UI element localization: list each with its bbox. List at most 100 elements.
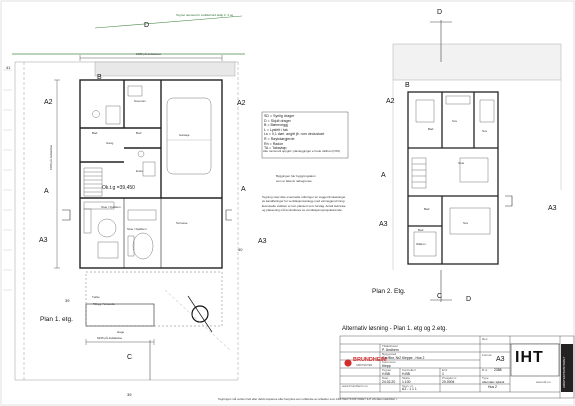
ed-value: 1 xyxy=(442,371,444,376)
legend-item: R = Røykdørgjerde xyxy=(264,136,295,141)
tegn-value: A1 - 1 1 1 xyxy=(402,387,417,391)
iht-logo-frame xyxy=(510,343,560,377)
tegn-label: Tegn. nr. xyxy=(402,384,414,388)
paragraph-line: Tegning viser ikke eventuelle utforinger… xyxy=(262,195,346,199)
prosjekt-value: 20-0004 xyxy=(442,379,455,384)
plan1-dimension-lines xyxy=(54,55,223,345)
skala-value: 1:100 xyxy=(402,379,411,384)
dato-value: 24.02.20 xyxy=(382,379,396,384)
plan1-furniture xyxy=(83,85,157,260)
legend-note2: Byggingen har byggningsløsn xyxy=(276,174,316,178)
plan2-grid-c: C xyxy=(437,293,443,300)
plan2-grid-a2: A2 xyxy=(386,98,395,105)
room-label: Stue / Kjøkken xyxy=(127,227,147,231)
kontrollert-value: H.BB xyxy=(402,371,410,376)
type-value: Alternativ 1plan2 xyxy=(482,379,505,384)
legend-item: Ls = 0,1 dørl. angitt jfr. rom vinduskar… xyxy=(264,132,325,137)
north-arrow-icon xyxy=(187,295,213,333)
paragraph-line: og plassering må kontrolleres av ventila… xyxy=(262,208,343,213)
room-label: Soverom xyxy=(134,99,147,103)
tegnet-value: H.BB xyxy=(382,371,390,376)
room-label: Garasje xyxy=(179,133,190,137)
title-block-heading: Alternativ løsning - Plan 1. etg og 2.et… xyxy=(342,326,448,332)
grid-c: C xyxy=(127,354,133,361)
plan1-bottom-dim: 6205 på deltakelse xyxy=(97,336,123,340)
grid-41: 41 xyxy=(6,65,11,70)
hus-value: Hus 2 xyxy=(488,385,497,389)
format-label: Format xyxy=(482,353,492,357)
tiltakshaver-value: P. Undhem xyxy=(382,347,399,352)
grid-b: B xyxy=(97,74,102,81)
plan2-title: Plan 2. Etg. xyxy=(372,288,406,295)
firm-sub: ARKITEKTER xyxy=(356,363,373,367)
plan2-building-walls xyxy=(407,91,499,265)
top-note: Tegnet utensat for vedlikehold iadlg 3, … xyxy=(176,13,234,17)
kommune-value: Klepp xyxy=(382,363,391,368)
legend-box xyxy=(261,111,349,159)
legend-item: D = Skjult drager xyxy=(264,118,291,123)
kontrollert-label: Kontrollert xyxy=(402,368,416,372)
firm-web: www.brundheim.no xyxy=(342,384,368,388)
legend-note3: som er ikkevis nabogrense xyxy=(276,179,312,183)
grid-a-left: A xyxy=(44,188,49,195)
plan1-car-outline xyxy=(166,97,212,175)
room-label: Entre xyxy=(136,169,144,173)
plan1-neighbour-hatch xyxy=(3,69,12,291)
plan2-grid-a: A xyxy=(381,172,386,179)
skala-label: Skala xyxy=(402,376,410,380)
type-label: Type xyxy=(482,376,489,380)
byggested-label: Byggested xyxy=(382,352,397,356)
legend-item: SD = Synlig drager xyxy=(264,114,295,118)
brundheim-logo-icon xyxy=(344,359,352,367)
firm-name: BRUNDHEIM xyxy=(353,357,387,363)
room-label: Stue / Kjøkken xyxy=(101,205,121,209)
room-label: Bad xyxy=(92,131,98,135)
plan1-width-dim: 1080 på deltakelse xyxy=(136,52,162,56)
grid-d: D xyxy=(144,22,150,29)
paragraph-line: Eventuelle veldiser er kun plassert som … xyxy=(262,203,346,208)
plan2-grid-a3: A3 xyxy=(548,205,557,212)
iht-logo: IHT xyxy=(515,349,544,366)
prosjekt-label: Prosjekt nr. xyxy=(442,376,458,380)
title-block-frame xyxy=(339,335,575,399)
room-label: Gang xyxy=(106,141,114,145)
grid-39: 39 xyxy=(65,298,70,303)
room-label: Tilbyg / Veranda xyxy=(93,302,115,306)
room-label: Bod xyxy=(418,228,424,232)
room-label: Bad xyxy=(428,127,434,131)
plan2-roof-band xyxy=(392,43,562,81)
plan2-grid-a3b: A3 xyxy=(379,221,388,228)
iht-logo-side-text: ARKITEKTKONTORET xyxy=(562,356,566,388)
room-label: Sov xyxy=(463,221,469,225)
grid-a2-right: A2 xyxy=(237,100,246,107)
dato-label: Dato xyxy=(382,376,389,380)
legend-paragraph: Tegning viser ikke eventuelle utforinger… xyxy=(262,195,346,214)
plan1-title: Plan 1. etg. xyxy=(40,316,73,323)
room-label: Bad xyxy=(424,207,430,211)
plan1-area: Ok.t.g =39,450 xyxy=(102,185,135,191)
tiltakshaver-label: Tiltakshaver xyxy=(382,344,399,348)
tegnet-label: Tegnet xyxy=(382,368,392,372)
plan2-furniture xyxy=(411,95,495,257)
iht-logo-side xyxy=(561,344,573,392)
room-label: Bod xyxy=(136,131,142,135)
bottom-note: Tegningen må verken helt eller delvis ko… xyxy=(218,396,398,401)
grid-40: 40 xyxy=(238,247,243,252)
kommune-label: Kommune xyxy=(382,360,396,364)
plan1-side-dim: 1080 på deltakelse xyxy=(49,144,53,170)
legend-item: L = Lysfelt i tak xyxy=(264,127,288,132)
room-label: Hage xyxy=(117,330,125,334)
grid-a3-left: A3 xyxy=(39,237,48,244)
room-label: Terrasse xyxy=(176,221,188,225)
legend-item: Rh = Radon xyxy=(264,141,284,146)
legend: SD = Synlig drager D = Skjult drager B =… xyxy=(264,114,348,151)
plan1-section-lines xyxy=(62,209,232,221)
plan1-stairs xyxy=(83,167,103,197)
grid-a2-left: A2 xyxy=(44,99,53,106)
legend-note: Alle romsnivå oppgitt i planlegginger er… xyxy=(263,149,341,153)
paragraph-line: av kanalføringer for ventilasjonsanlegg … xyxy=(262,199,346,204)
bnr-label: B.nr xyxy=(482,368,488,372)
